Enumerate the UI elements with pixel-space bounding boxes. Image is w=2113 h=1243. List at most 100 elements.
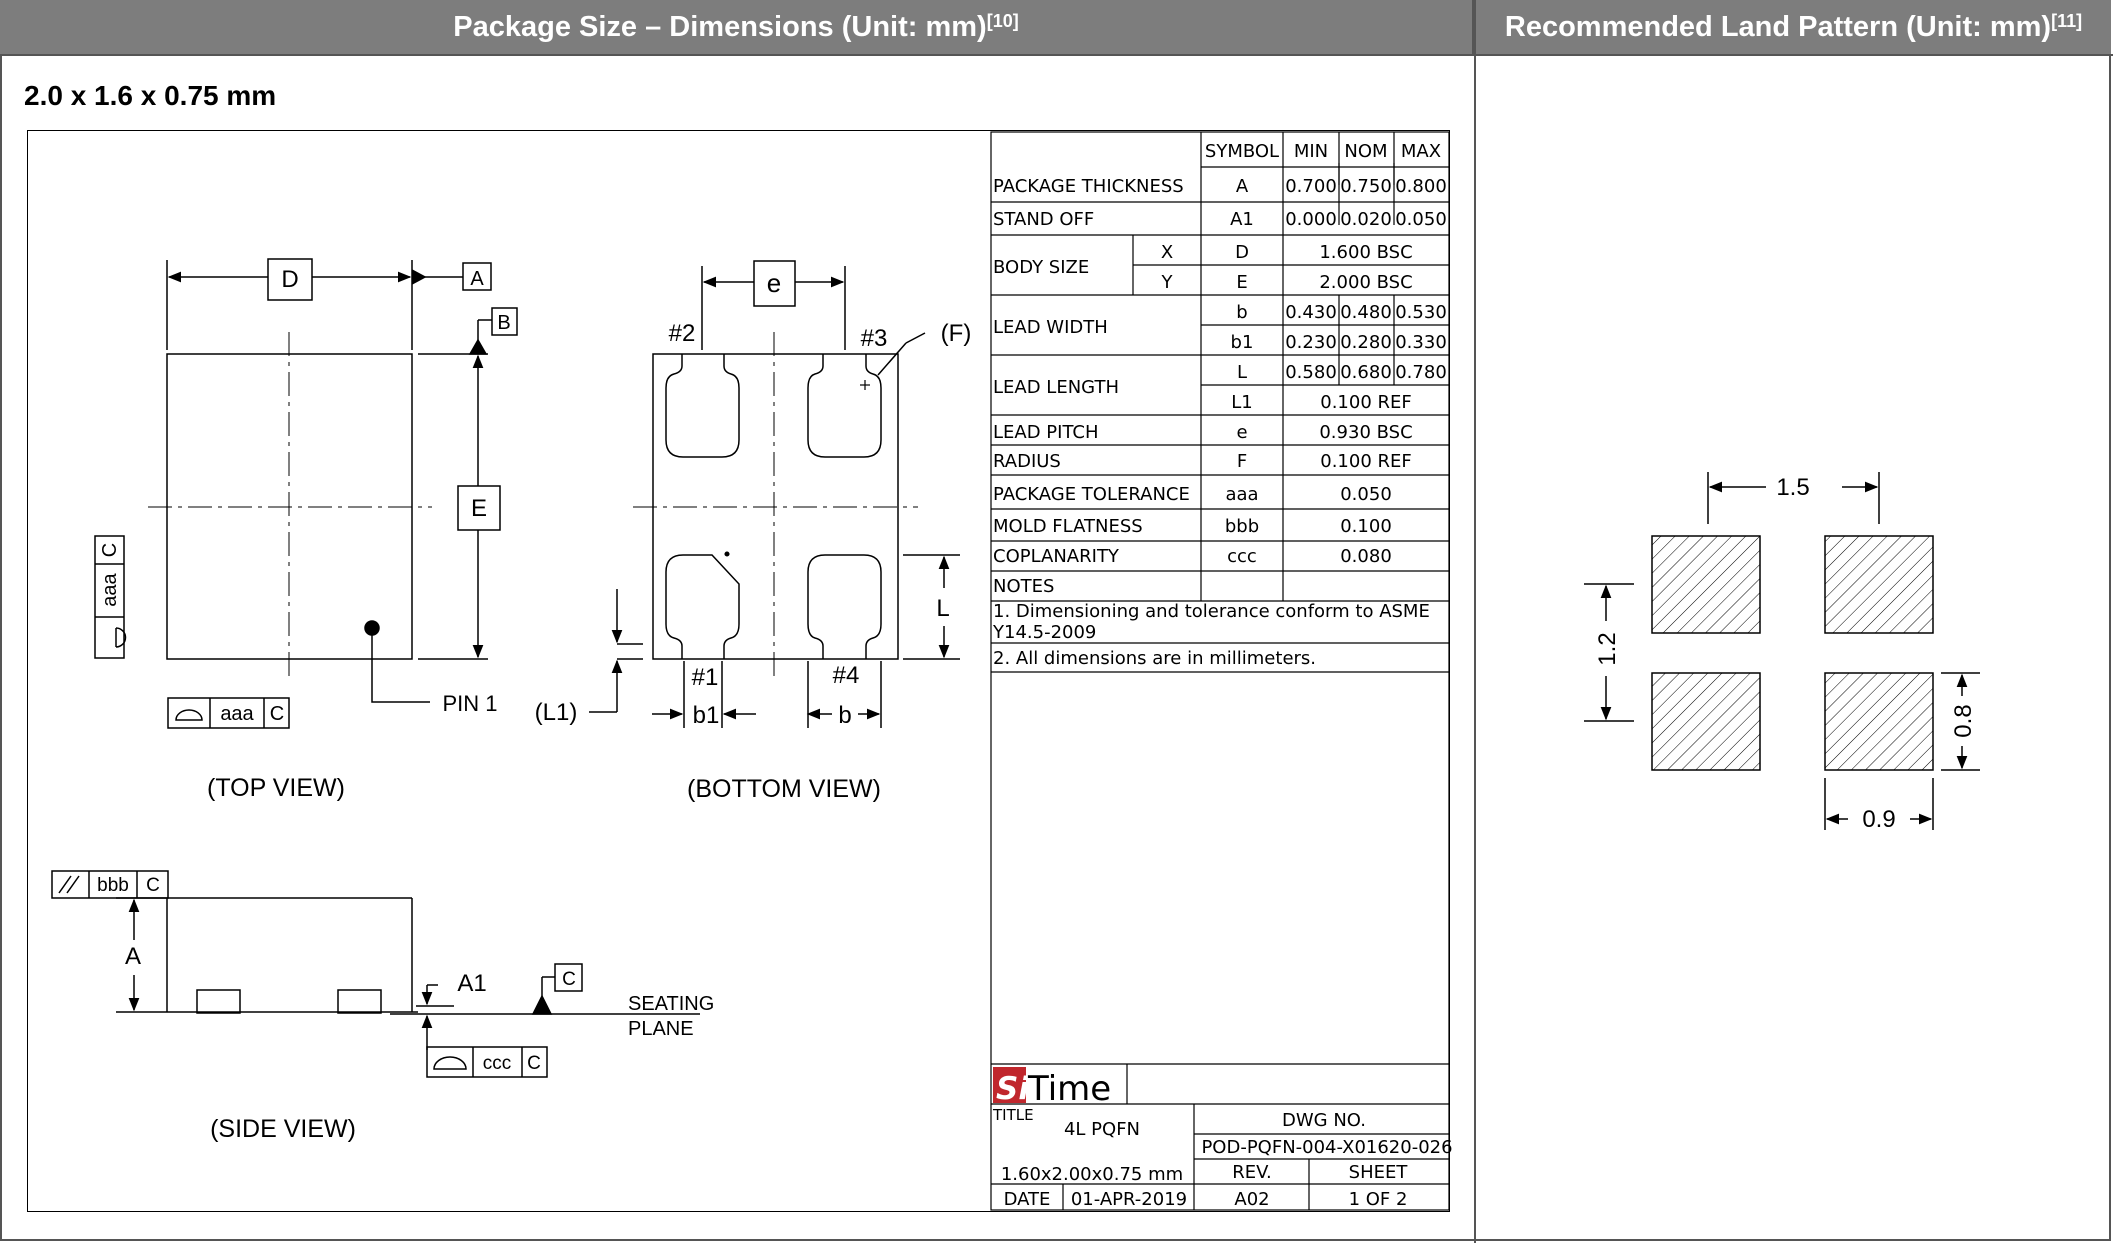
land-pattern-header-title: Recommended Land Pattern (Unit: mm) [1504, 10, 2052, 43]
title-value: 4L PQFN [1064, 1119, 1140, 1140]
note-1-line-2: Y14.5-2009 [992, 622, 1096, 643]
pad-2-label: #2 [669, 320, 696, 347]
spec-row-max: 0.800 [1395, 176, 1447, 197]
land-dim-pitch-x: 1.5 [1776, 474, 1809, 501]
side-coplanarity-frame [426, 1046, 548, 1078]
spec-row-nom: 0.750 [1340, 176, 1392, 197]
spec-row-name: RADIUS [993, 451, 1061, 472]
dim-b1-label: b1 [693, 702, 720, 729]
dim-b-label: b [838, 702, 851, 729]
spec-row-symbol: L1 [1231, 392, 1252, 413]
date-value: 01-APR-2019 [1071, 1189, 1187, 1210]
spec-row-nom: 0.680 [1340, 362, 1392, 383]
note-1-line-1: 1. Dimensioning and tolerance conform to… [993, 601, 1430, 622]
column-divider [1474, 0, 1476, 1243]
spec-row-symbol: e [1236, 422, 1247, 443]
side-tol-ccc: ccc [483, 1053, 512, 1074]
spec-row-symbol: A [1236, 176, 1249, 197]
spec-header-nom: NOM [1344, 141, 1387, 162]
dimensions-header: Package Size – Dimensions (Unit: mm)[10] [0, 0, 1474, 54]
pad-1 [665, 554, 740, 659]
dim-L1-label: (L1) [535, 699, 578, 726]
spec-row-name: BODY SIZE [993, 257, 1089, 278]
datum-A-label: A [470, 268, 484, 290]
spec-row-symbol: b [1236, 302, 1247, 323]
top-view-caption: (TOP VIEW) [207, 774, 345, 802]
pad-3 [807, 354, 882, 458]
side-view-caption: (SIDE VIEW) [210, 1115, 356, 1143]
date-label: DATE [1004, 1189, 1051, 1210]
spec-row-symbol: ccc [1227, 546, 1257, 567]
notes-title: NOTES [993, 576, 1054, 597]
top-tol-aaa-left: aaa [99, 572, 121, 606]
spec-row-min: 0.580 [1285, 362, 1337, 383]
dwg-no-label: DWG NO. [1282, 1110, 1366, 1131]
land-pad-top-right [1824, 535, 1934, 634]
spec-row-min: 0.000 [1285, 209, 1337, 230]
spec-row-min: 0.230 [1285, 332, 1337, 353]
dimensions-header-title: Package Size – Dimensions (Unit: mm) [453, 10, 987, 43]
land-pad-bottom-right [1824, 672, 1934, 771]
datum-C-triangle [531, 994, 553, 1015]
datum-C-label: C [562, 969, 576, 990]
spec-row-max: 0.050 [1395, 209, 1447, 230]
spec-row-span: 0.100 REF [1320, 392, 1412, 413]
radius-F-label: (F) [941, 320, 972, 347]
spec-header-max: MAX [1401, 141, 1441, 162]
spec-row-span: 0.080 [1340, 546, 1392, 567]
title-label: TITLE [992, 1106, 1034, 1124]
side-tol-bbb: bbb [97, 875, 129, 896]
bottom-view-caption: (BOTTOM VIEW) [687, 775, 881, 803]
top-tolerance-frame-left [94, 535, 125, 659]
land-dim-pad-w: 0.9 [1862, 806, 1895, 833]
land-pattern-drawing: 1.5 1.2 0.8 0.9 [1584, 472, 1980, 833]
dim-A1-label: A1 [457, 970, 486, 997]
spec-row-name: MOLD FLATNESS [993, 516, 1143, 537]
side-tol-C: C [146, 875, 160, 896]
top-tol-C-left: C [99, 543, 121, 557]
spec-row-span: 1.600 BSC [1319, 242, 1412, 263]
spec-row-span: 2.000 BSC [1319, 272, 1412, 293]
spec-row-name: PACKAGE THICKNESS [993, 176, 1184, 197]
rev-value: A02 [1234, 1189, 1269, 1210]
rev-label: REV. [1232, 1162, 1272, 1183]
spec-row-symbol: F [1237, 451, 1247, 472]
logo-time: Time [1027, 1069, 1111, 1109]
package-drawing: D E A B PIN 1 aaa C C aaa (TOP VIEW) e #… [51, 131, 1453, 1211]
pin1-marker [364, 620, 380, 636]
spec-header-symbol: SYMBOL [1205, 141, 1279, 162]
sheet-label: SHEET [1349, 1162, 1409, 1183]
spec-row-max: 0.780 [1395, 362, 1447, 383]
land-pattern-header: Recommended Land Pattern (Unit: mm)[11] [1476, 0, 2111, 54]
spec-row-symbol: aaa [1225, 484, 1258, 505]
datum-B-label: B [497, 312, 510, 334]
spec-row-name: COPLANARITY [993, 546, 1120, 567]
dim-D-label: D [281, 266, 298, 293]
spec-row-name: PACKAGE TOLERANCE [993, 484, 1190, 505]
spec-row-nom: 0.280 [1340, 332, 1392, 353]
side-tolerance-frame [51, 870, 169, 899]
land-dim-pitch-y: 1.2 [1594, 632, 1621, 665]
dim-E-label: E [471, 495, 487, 522]
pad-1-label: #1 [692, 664, 719, 691]
dwg-no: POD-PQFN-004-X01620-026 [1201, 1137, 1452, 1158]
land-dim-pad-h: 0.8 [1950, 704, 1977, 737]
top-tol-aaa-bottom: aaa [220, 703, 254, 725]
spec-row-span: 0.930 BSC [1319, 422, 1412, 443]
logo-si: Si [996, 1071, 1029, 1107]
pad-4 [807, 554, 882, 659]
spec-row-max: 0.530 [1395, 302, 1447, 323]
spec-row-span: 0.050 [1340, 484, 1392, 505]
spec-row-sub: X [1161, 242, 1173, 263]
land-pad-bottom-left [1651, 672, 1761, 771]
spec-row-min: 0.700 [1285, 176, 1337, 197]
sheet-value: 1 OF 2 [1349, 1189, 1408, 1210]
spec-row-name: LEAD WIDTH [993, 317, 1108, 338]
spec-row-nom: 0.480 [1340, 302, 1392, 323]
logo-si-background [993, 1067, 1026, 1103]
spec-row-name: LEAD LENGTH [993, 377, 1119, 398]
seating-label-2: PLANE [628, 1018, 694, 1040]
spec-header-min: MIN [1294, 141, 1328, 162]
header-underline [0, 54, 2113, 56]
top-tol-C-bottom: C [270, 703, 284, 725]
